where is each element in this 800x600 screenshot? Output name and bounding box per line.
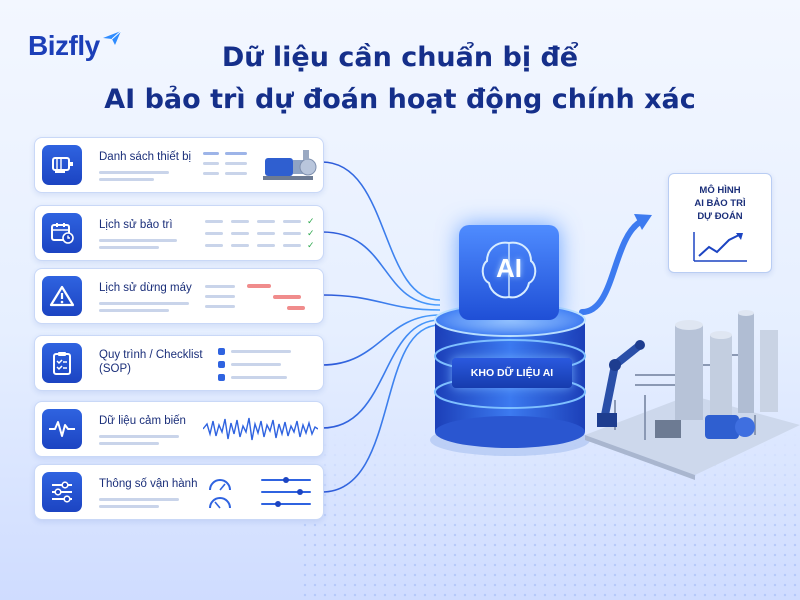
output-label-line-1: MÔ HÌNH bbox=[699, 185, 741, 196]
output-label-line-2: AI BẢO TRÌ bbox=[694, 198, 746, 209]
output-label-line-3: DỰ ĐOÁN bbox=[697, 211, 743, 222]
ai-chip: AI bbox=[459, 225, 559, 320]
input-label: Danh sách thiết bị bbox=[99, 151, 192, 163]
clipboard-checklist-icon bbox=[42, 343, 82, 383]
logo-text: Bizfly bbox=[28, 30, 100, 61]
bizfly-logo: Bizfly bbox=[28, 30, 122, 62]
motor-icon bbox=[42, 145, 82, 185]
sensor-waveform bbox=[203, 417, 318, 441]
warning-icon bbox=[42, 276, 82, 316]
paper-plane-icon bbox=[102, 30, 122, 45]
sliders-icon bbox=[42, 472, 82, 512]
input-label-line-2: (SOP) bbox=[99, 363, 131, 375]
database-label: KHO DỮ LIỆU AI bbox=[452, 358, 572, 388]
input-label: Lịch sử bảo trì bbox=[99, 219, 173, 231]
page-title-line-2: AI bảo trì dự đoán hoạt động chính xác bbox=[104, 84, 696, 115]
input-card-maintenance-history: Lịch sử bảo trì ✓ ✓ ✓ bbox=[34, 205, 324, 261]
trend-chart-icon bbox=[693, 232, 747, 262]
gauge-icons bbox=[209, 479, 231, 509]
pump-illustration bbox=[263, 150, 317, 180]
input-card-equipment-list: Danh sách thiết bị bbox=[34, 137, 324, 193]
input-card-operating-parameters: Thông số vận hành bbox=[34, 464, 324, 520]
input-label: Quy trình / Checklist (SOP) bbox=[99, 348, 203, 376]
input-label-line-1: Quy trình / Checklist bbox=[99, 349, 203, 361]
brain-icon bbox=[481, 241, 537, 299]
waveform-icon bbox=[42, 409, 82, 449]
ai-chip-text: AI bbox=[496, 253, 522, 283]
output-model-box: MÔ HÌNH AI BẢO TRÌ DỰ ĐOÁN bbox=[668, 173, 772, 273]
calendar-clock-icon bbox=[42, 213, 82, 253]
input-label: Thông số vận hành bbox=[99, 478, 198, 490]
factory-illustration bbox=[585, 310, 800, 480]
input-card-downtime-history: Lịch sử dừng máy bbox=[34, 268, 324, 324]
input-label: Lịch sử dừng máy bbox=[99, 282, 192, 294]
page-title-line-1: Dữ liệu cần chuẩn bị để bbox=[221, 42, 579, 73]
input-card-sop-checklist: Quy trình / Checklist (SOP) bbox=[34, 335, 324, 391]
input-card-sensor-data: Dữ liệu cảm biến bbox=[34, 401, 324, 457]
input-label: Dữ liệu cảm biến bbox=[99, 415, 186, 427]
